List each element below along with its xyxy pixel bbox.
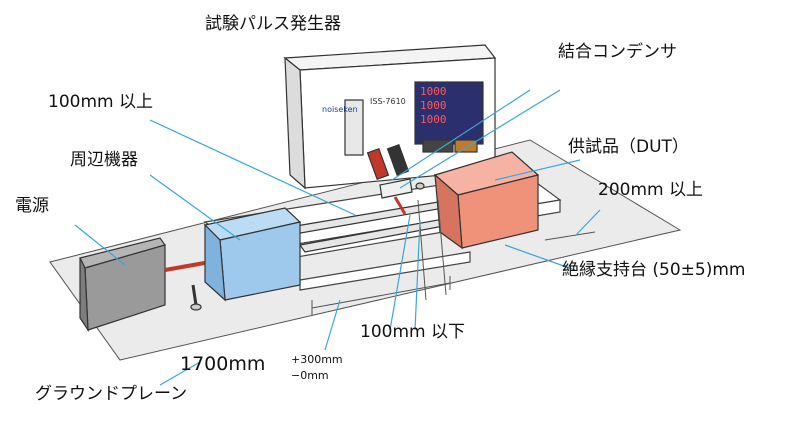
label-pulse-generator: 試験パルス発生器 (205, 14, 341, 34)
label-tolerance-plus: +300mm (291, 353, 343, 366)
panel-model: ISS-7610 (370, 97, 406, 106)
panel-readout-2: 1000 (420, 99, 447, 112)
ground-terminal (190, 284, 202, 311)
peripheral-box (203, 207, 302, 302)
label-max-100mm: 100mm 以下 (360, 322, 465, 342)
label-min-100mm: 100mm 以上 (48, 92, 153, 112)
capacitor-lead (393, 196, 407, 215)
panel-readout-3: 1000 (420, 113, 447, 126)
dimension-lines (311, 199, 596, 315)
panel-brand: noiseken (322, 105, 358, 114)
panel-readout-1: 1000 (420, 85, 447, 98)
label-length-1700mm: 1700mm (180, 353, 266, 375)
label-tolerance-minus: −0mm (291, 369, 329, 382)
label-dut: 供試品（DUT） (568, 137, 689, 157)
label-coupling-capacitor: 結合コンデンサ (558, 42, 677, 62)
power-source-box (79, 237, 166, 333)
label-min-200mm: 200mm 以上 (598, 180, 703, 200)
power-cable (164, 260, 211, 272)
dut-box (433, 151, 540, 250)
coupling-capacitor (366, 144, 425, 199)
label-ground-plane: グラウンドプレーン (35, 384, 188, 404)
leader-lines (74, 89, 601, 386)
label-power-source: 電源 (15, 196, 49, 216)
label-peripheral: 周辺機器 (70, 150, 138, 170)
pulse-generator-unit (283, 44, 497, 190)
label-insulating-support: 絶縁支持台 (50±5)mm (562, 260, 746, 280)
